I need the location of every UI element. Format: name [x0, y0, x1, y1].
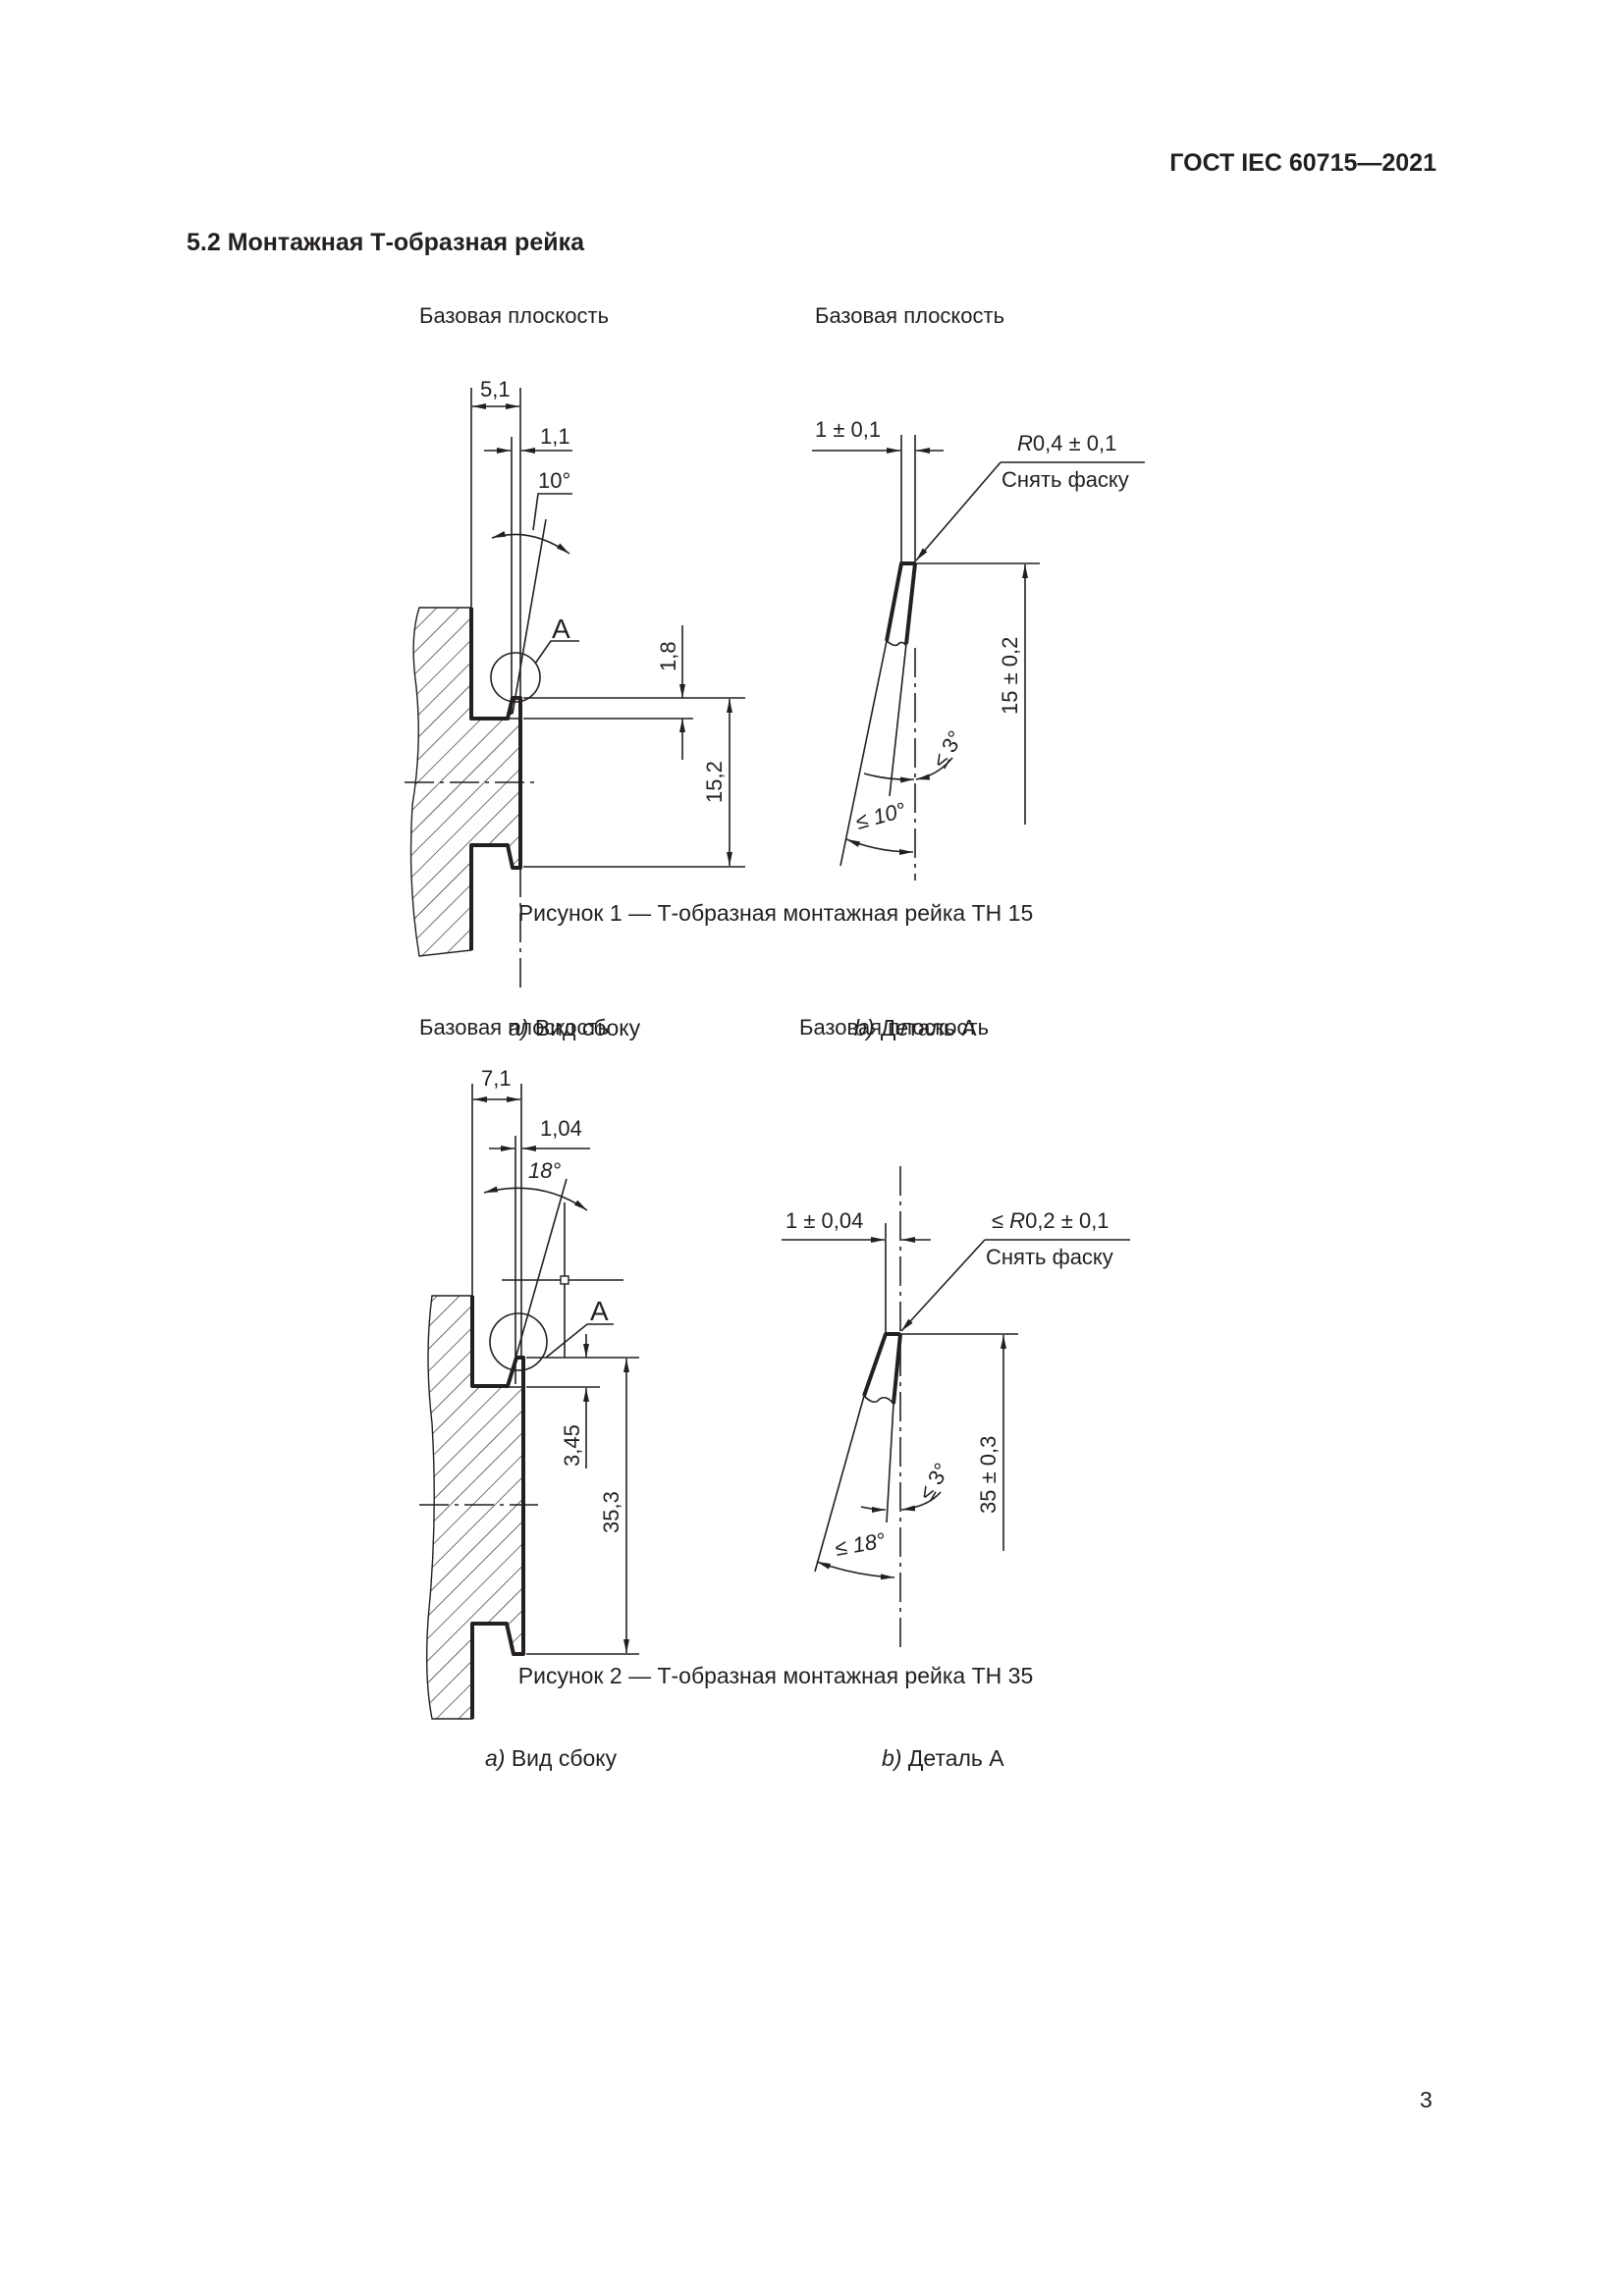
figure1-caption: Рисунок 1 — Т-образная монтажная рейка Т… — [518, 900, 1034, 926]
rail-edge-profile — [885, 561, 917, 645]
figure1-side-view: Базовая плоскость 5,1 1,1 10° A 1,8 15,2… — [405, 303, 745, 1041]
base-plane-label: Базовая плоскость — [419, 1015, 609, 1040]
chamfer-note: Снять фаску — [1001, 467, 1129, 492]
dim-width: 5,1 — [480, 377, 511, 401]
rail-edge-profile — [862, 1332, 902, 1405]
radius-note: ≤ R0,2 ± 0,1 — [992, 1208, 1110, 1233]
dim-thickness: 1 ± 0,04 — [785, 1208, 863, 1233]
hatched-mount-wall — [425, 1295, 524, 1720]
figure1-detail: Базовая плоскость 1 ± 0,1 R0,4 ± 0,1 Сня… — [812, 303, 1145, 1041]
section-heading: 5.2 Монтажная Т-образная рейка — [187, 229, 585, 256]
base-plane-label: Базовая плоскость — [419, 303, 609, 328]
figure2-caption: Рисунок 2 — Т-образная монтажная рейка Т… — [518, 1663, 1034, 1688]
reference-marker — [560, 1275, 569, 1285]
dim-width: 7,1 — [481, 1066, 512, 1091]
caption-side-view: a) Вид сбоку — [509, 1015, 641, 1041]
radius-note: R0,4 ± 0,1 — [1017, 431, 1116, 455]
base-plane-label: Базовая плоскость — [799, 1015, 989, 1040]
dim-height: 35,3 — [599, 1491, 623, 1533]
chamfer-note: Снять фаску — [986, 1245, 1113, 1269]
dim-thickness: 1,04 — [540, 1116, 582, 1141]
page-number: 3 — [1420, 2087, 1433, 2112]
dim-lip: 3,45 — [560, 1424, 584, 1467]
detail-mark: A — [552, 614, 570, 644]
detail-mark: A — [590, 1296, 609, 1326]
rail-profile — [470, 1296, 525, 1719]
angle-small: ≤ 3° — [928, 726, 968, 772]
dim-thickness: 1,1 — [540, 424, 570, 449]
caption-detail: b) Деталь А — [882, 1745, 1004, 1771]
angle-small: ≤ 3° — [914, 1459, 954, 1504]
dim-height: 15,2 — [702, 761, 727, 803]
caption-side-view: a) Вид сбоку — [485, 1745, 618, 1771]
dim-height: 15 ± 0,2 — [998, 637, 1022, 715]
caption-detail: b) Деталь А — [854, 1015, 977, 1041]
figure2-side-view: Базовая плоскость 7,1 1,04 18° A 3,45 35… — [419, 1015, 639, 1771]
dim-lip: 1,8 — [656, 641, 680, 671]
angle-large: ≤ 10° — [853, 797, 908, 834]
dim-thickness: 1 ± 0,1 — [815, 417, 881, 442]
document-header: ГОСТ IEC 60715—2021 — [1169, 149, 1436, 177]
base-plane-label: Базовая плоскость — [815, 303, 1004, 328]
dim-height: 35 ± 0,3 — [976, 1436, 1001, 1514]
angle-large: ≤ 18° — [834, 1527, 888, 1561]
angle-label: 10° — [538, 468, 570, 493]
figure2-detail: Базовая плоскость 1 ± 0,04 ≤ R0,2 ± 0,1 … — [782, 1015, 1130, 1771]
angle-label: 18° — [528, 1158, 561, 1183]
